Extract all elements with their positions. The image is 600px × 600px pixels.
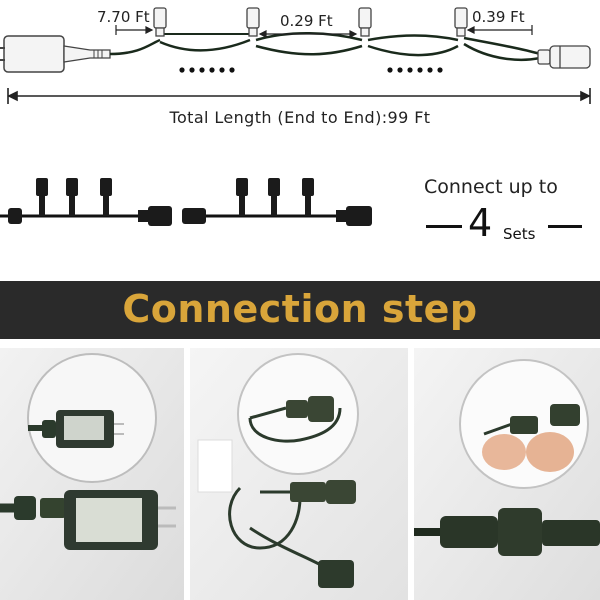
hand-left-shape (482, 434, 526, 470)
sets-unit: Sets (503, 225, 536, 243)
tail-length-label: 0.39 Ft (472, 8, 525, 26)
dimension-arrow-lead (115, 25, 154, 35)
ellipsis-dots-right (387, 67, 443, 73)
string-set-1 (0, 178, 172, 226)
connector-joined-shape (440, 516, 498, 548)
connected-sets-illustration (0, 178, 372, 226)
bulb-socket-1 (153, 7, 167, 37)
bulb-spacing-label: 0.29 Ft (280, 12, 333, 30)
banner-title: Connection step (122, 287, 478, 331)
hand-right-shape (526, 432, 574, 472)
section-banner: Connection step (0, 281, 600, 339)
sets-number: 4 (468, 201, 493, 245)
string-set-2 (182, 178, 372, 226)
lead-length-label: 7.70 Ft (97, 8, 150, 26)
step-photo-hand-connect (414, 348, 600, 600)
string-light-dimension-diagram (0, 7, 591, 104)
connect-up-to-label: Connect up to (424, 176, 558, 198)
power-adapter-shape (3, 35, 65, 73)
bulb-socket-3 (358, 7, 372, 37)
step-photo-connector (190, 348, 408, 600)
dash-left (426, 225, 462, 228)
bulb-socket-4 (454, 7, 468, 37)
sealing-cap-shape (318, 560, 354, 588)
end-connector-shape (537, 45, 591, 69)
label-tag-shape (197, 439, 233, 493)
ellipsis-dots-left (179, 67, 235, 73)
step-photo-adapter (0, 348, 184, 600)
dimension-arrow-tail (466, 25, 533, 35)
dimension-arrow-spacing (258, 30, 358, 38)
bulb-socket-2 (246, 7, 260, 37)
male-connector-shape (290, 482, 326, 502)
dash-right (548, 225, 582, 228)
total-length-arrow (7, 88, 591, 104)
connect-sets-count: 4 Sets (424, 201, 584, 247)
total-length-label: Total Length (End to End):99 Ft (169, 108, 431, 127)
